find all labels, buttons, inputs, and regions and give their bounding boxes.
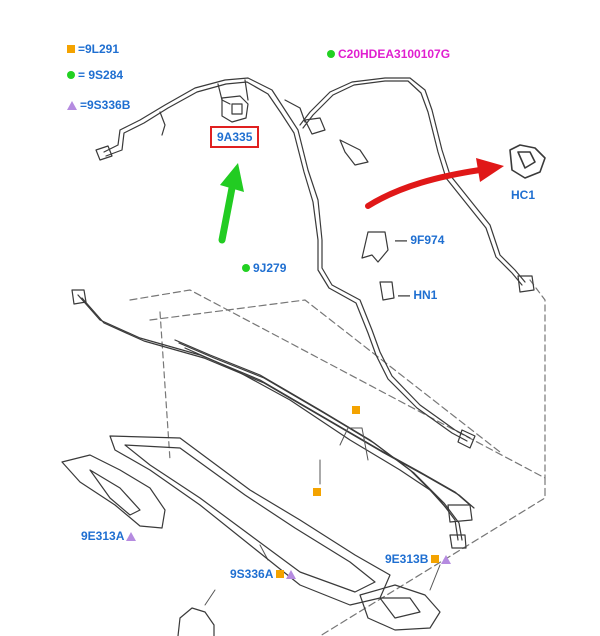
dot-marker-icon (242, 264, 250, 272)
callout-9e313a: 9E313A (81, 529, 137, 543)
square-marker-icon (352, 406, 360, 414)
part-9e313b (359, 584, 441, 631)
green-arrow-icon (218, 163, 244, 244)
tube-outer (77, 294, 471, 506)
upper-harness-2 (105, 81, 468, 442)
grommet (177, 607, 215, 636)
hc1-part (509, 144, 546, 179)
c20-connector-right (517, 275, 535, 293)
c20-harness-2 (302, 80, 523, 286)
highlight-box: 9A335 (210, 126, 260, 148)
triangle-marker-icon (126, 532, 137, 541)
panel-9s336a (109, 435, 391, 606)
triangle-marker-icon (286, 570, 297, 579)
legend-dot-icon (67, 71, 75, 79)
callout-9s336a: 9S336A (230, 567, 297, 581)
callout-9a335: 9A335 (210, 126, 260, 148)
connector-bottom (449, 534, 467, 549)
tube-inner (174, 339, 459, 541)
square-marker-icon (276, 570, 285, 578)
callout-9e313b: 9E313B (385, 552, 452, 566)
tube-lower (184, 347, 449, 511)
tube-inner-2 (178, 342, 463, 541)
connector-left-end (95, 145, 113, 161)
red-arrow-icon (365, 158, 504, 209)
dashed-leader-right (529, 279, 546, 479)
legend-item-triangle: =9S336B (67, 98, 130, 112)
callout-c20hdea: C20HDEA3100107G (327, 47, 450, 61)
dashed-leader-left (159, 311, 171, 461)
connector-left (71, 289, 87, 305)
triangle-marker-icon (441, 555, 452, 564)
callout-9f974: — 9F974 (395, 233, 445, 247)
panel-9s336a-inner (124, 444, 376, 593)
connector-mid (447, 504, 473, 523)
square-marker-icon (313, 488, 321, 496)
dot-marker-icon (327, 50, 335, 58)
callout-9j279: 9J279 (242, 261, 286, 275)
legend-square-icon (67, 45, 75, 53)
bracket-9f974 (361, 231, 389, 263)
callout-hc1: HC1 (511, 188, 536, 202)
square-marker-icon (431, 555, 440, 563)
reference-frame-inner (149, 299, 501, 453)
leader-lines (204, 427, 441, 606)
c20-clip (304, 117, 369, 166)
tube-outer-2 (81, 297, 475, 509)
legend-item-square: =9L291 (67, 42, 119, 56)
part-9e313a (61, 454, 166, 529)
legend-item-dot: = 9S284 (67, 68, 123, 82)
callout-hn1: — HN1 (398, 288, 438, 302)
legend-triangle-icon (67, 101, 77, 110)
c20-harness (299, 77, 526, 283)
upper-harness (103, 77, 471, 439)
connector-9a335 (221, 95, 249, 123)
reference-frame (129, 289, 546, 636)
connector-end-1 (457, 429, 476, 449)
clip-hn1 (379, 281, 395, 301)
